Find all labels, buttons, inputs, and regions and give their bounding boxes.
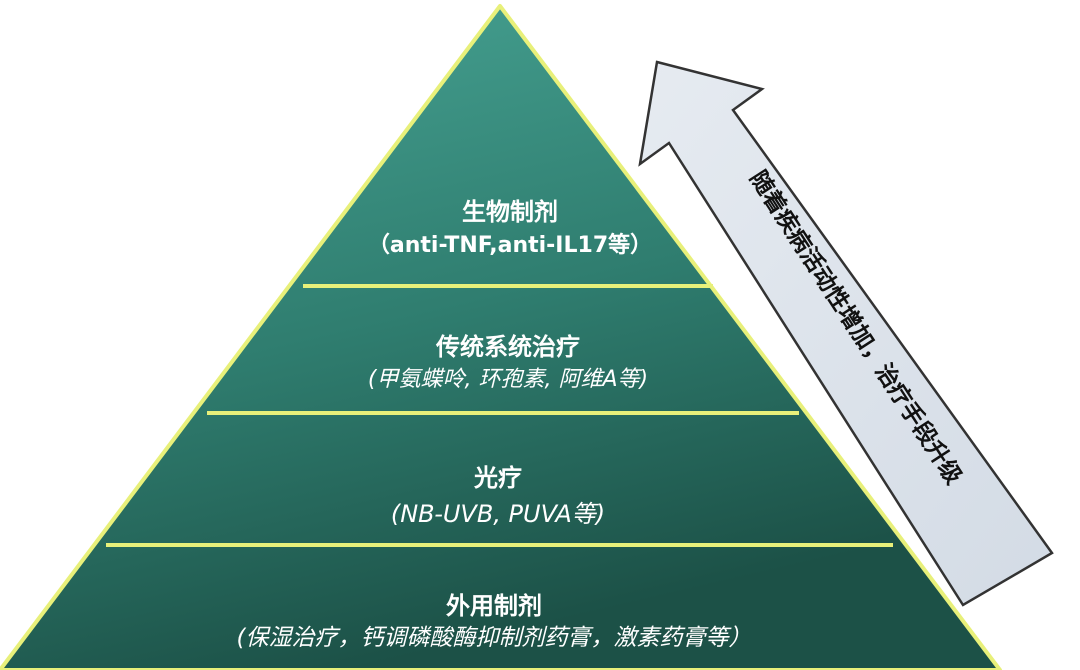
tier-title: 生物制剂 <box>462 198 558 226</box>
tier-topical: 外用制剂 (保湿治疗，钙调磷酸酶抑制剂药膏，激素药膏等） <box>237 592 752 651</box>
arrow-shape <box>638 60 1054 607</box>
tier-biologics: 生物制剂 （anti-TNF,anti-IL17等） <box>368 198 652 258</box>
tier-subtitle: (保湿治疗，钙调磷酸酶抑制剂药膏，激素药膏等） <box>237 625 752 651</box>
tier-title: 外用制剂 <box>446 592 542 620</box>
tier-subtitle: (甲氨蝶呤, 环孢素, 阿维A等) <box>368 367 648 392</box>
tier-traditional-systemic: 传统系统治疗 (甲氨蝶呤, 环孢素, 阿维A等) <box>368 333 648 392</box>
tier-phototherapy: 光疗 (NB-UVB, PUVA等) <box>391 464 605 528</box>
tier-subtitle: （anti-TNF,anti-IL17等） <box>368 232 652 258</box>
pyramid-shape <box>0 4 1002 670</box>
tier-title: 传统系统治疗 <box>435 333 580 361</box>
tier-subtitle: (NB-UVB, PUVA等) <box>391 500 605 528</box>
tier-title: 光疗 <box>473 464 522 492</box>
